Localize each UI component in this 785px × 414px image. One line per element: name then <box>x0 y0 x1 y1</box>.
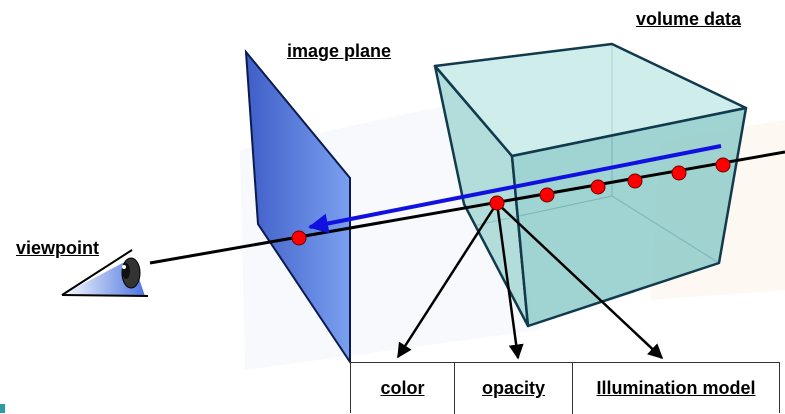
sample-point <box>489 195 505 211</box>
sample-point-image-plane <box>291 230 307 246</box>
sample-points <box>291 157 731 246</box>
attribute-arrows <box>396 202 664 360</box>
sample-point <box>590 179 606 195</box>
sample-point <box>627 173 643 189</box>
corner-mark <box>0 404 5 413</box>
illumination-model-label: Illumination model <box>596 378 756 398</box>
opacity-label: opacity <box>481 378 546 398</box>
eye-icon <box>61 249 149 297</box>
viewpoint-label: viewpoint <box>16 238 100 258</box>
arrow-to-color <box>396 202 499 359</box>
sample-point <box>539 187 555 203</box>
arrow-to-illumination <box>496 202 664 360</box>
ray-direction-arrow <box>308 144 722 234</box>
table-cell-illumination: Illumination model <box>572 363 779 414</box>
image-plane-label: image plane <box>287 41 392 61</box>
arrow-to-opacity <box>495 202 524 360</box>
sample-point <box>671 165 687 181</box>
volume-data-label: volume data <box>636 9 742 29</box>
table-cell-color: color <box>351 363 454 414</box>
sample-point <box>715 157 731 173</box>
table-cell-opacity: opacity <box>454 363 572 414</box>
attribute-table: color opacity Illumination model <box>350 362 780 414</box>
color-label: color <box>380 378 425 398</box>
